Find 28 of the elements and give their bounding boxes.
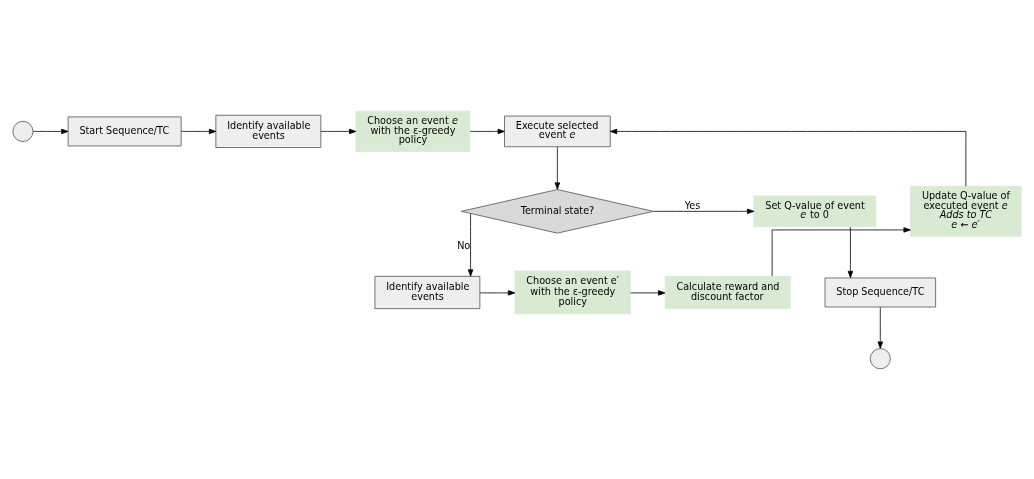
arrow: [320, 128, 357, 134]
edge-label: Yes: [684, 199, 701, 211]
node-diamond: Terminal state?: [460, 188, 654, 234]
node-box: Execute selected event e: [504, 115, 611, 147]
node-box: Update Q-value of executed event e Adds to TC e ← e′: [910, 185, 1022, 237]
arrow: [479, 289, 516, 296]
arrow: [630, 289, 666, 296]
arrow: [771, 226, 911, 276]
node-box: Identify available events: [374, 275, 481, 309]
arrow: [847, 226, 854, 278]
arrow: [609, 128, 967, 187]
arrow: [554, 145, 561, 190]
arrow: [180, 128, 217, 134]
node-box: Calculate reward and discount factor: [664, 275, 791, 309]
arrow: [653, 208, 755, 214]
node-box: Start Sequence/TC: [67, 115, 182, 146]
node-box: Choose an event e with the ε-greedy policy: [355, 110, 471, 152]
node-box: Choose an event e′ with the ε-greedy policy: [514, 270, 631, 314]
edge-label: No: [457, 239, 471, 251]
node-box: Stop Sequence/TC: [824, 277, 936, 307]
arrow: [469, 128, 505, 134]
node-box: Identify available events: [215, 114, 322, 148]
arrow: [467, 212, 474, 277]
node-circle: [869, 347, 891, 369]
arrow: [877, 306, 883, 349]
arrow: [32, 128, 69, 134]
node-box: Set Q-value of event e to 0: [753, 195, 877, 227]
node-circle: [12, 120, 34, 142]
